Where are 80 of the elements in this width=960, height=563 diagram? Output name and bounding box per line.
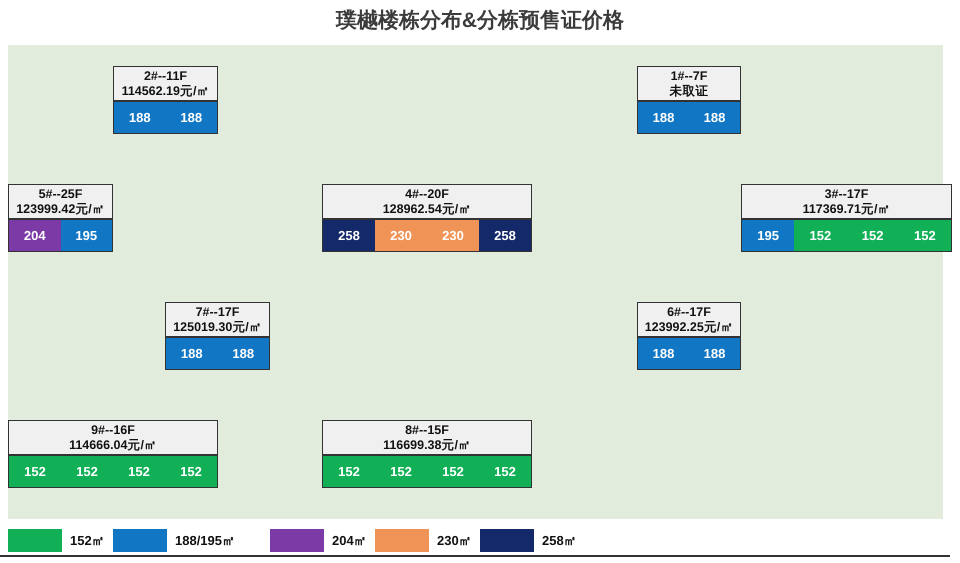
building-floors-label: 8#--15F [405, 422, 449, 438]
price-label: 117369.71元/㎡ [802, 202, 890, 216]
price-label: 123992.25元/㎡ [644, 320, 734, 334]
unit-tile [638, 102, 689, 133]
unit-area-label: 188 [180, 110, 202, 125]
unit-area-label: 258 [494, 228, 516, 243]
unit-area-label: 152 [338, 464, 360, 479]
unit-area-label: 258 [338, 228, 360, 243]
unit-tile [742, 220, 794, 251]
unit-tile [427, 220, 479, 251]
building-floors-label: 2#--11F [144, 68, 188, 84]
unit-tile [479, 456, 531, 487]
unit-area-label: 188 [704, 110, 726, 125]
unit-area-label: 204 [24, 228, 46, 243]
unit-area-label: 230 [442, 228, 464, 243]
price-label: 128962.54元/㎡ [382, 202, 472, 216]
unit-tile [166, 102, 217, 133]
building-block [8, 420, 218, 488]
building-block [8, 184, 113, 252]
building-floors-label: 6#--17F [667, 304, 711, 320]
building-floors-label: 9#--16F [91, 422, 135, 438]
unit-area-label: 152 [128, 464, 150, 479]
unit-tile [898, 220, 951, 251]
unit-tile [638, 338, 689, 369]
unit-tile [218, 338, 269, 369]
building-block [113, 66, 218, 134]
unit-tile [60, 220, 112, 251]
unit-tile [9, 220, 60, 251]
unit-area-label: 230 [390, 228, 412, 243]
unit-tile [375, 220, 427, 251]
building-block [741, 184, 952, 252]
unit-area-label: 188 [652, 346, 674, 361]
unit-area-label: 188 [652, 110, 674, 125]
unit-area-label: 152 [24, 464, 46, 479]
unit-tile [165, 456, 217, 487]
building-block [637, 66, 741, 134]
price-label: 125019.30元/㎡ [173, 320, 262, 334]
unit-tile [689, 338, 740, 369]
unit-area-label: 152 [810, 228, 832, 243]
unit-tile [114, 102, 166, 133]
legend-label: 258㎡ [542, 532, 577, 550]
building-floors-label: 7#--17F [196, 304, 240, 320]
unit-area-label: 188 [180, 346, 203, 361]
legend-label: 204㎡ [332, 532, 367, 550]
building-floors-label: 1#--7F [670, 68, 708, 84]
unit-area-label: 152 [914, 228, 936, 243]
price-label: 114562.19元/㎡ [122, 84, 210, 98]
unit-tile [323, 456, 375, 487]
title: 璞樾楼栋分布&分栋预售证价格 [336, 9, 624, 32]
unit-tile [479, 220, 531, 251]
price-label: 未取证 [670, 84, 708, 98]
price-label: 116699.38元/㎡ [383, 438, 471, 452]
price-label: 114666.04元/㎡ [69, 438, 157, 452]
building-block [322, 420, 532, 488]
legend-label: 152㎡ [70, 532, 105, 550]
unit-tile [9, 456, 61, 487]
unit-area-label: 152 [494, 464, 516, 479]
unit-area-label: 152 [390, 464, 412, 479]
unit-tile [689, 102, 740, 133]
legend-label: 230㎡ [437, 532, 472, 550]
unit-area-label: 152 [862, 228, 884, 243]
unit-area-label: 188 [704, 346, 726, 361]
unit-area-label: 195 [757, 228, 779, 243]
unit-area-label: 195 [75, 228, 98, 243]
unit-tile [794, 220, 846, 251]
building-floors-label: 4#--20F [405, 186, 449, 202]
unit-area-label: 188 [128, 110, 151, 125]
building-floors-label: 3#--17F [824, 186, 868, 202]
unit-area-label: 152 [76, 464, 98, 479]
legend-label: 188/195㎡ [175, 532, 235, 550]
building-block [165, 302, 270, 370]
building-block [322, 184, 532, 252]
unit-tile [166, 338, 218, 369]
unit-tile [323, 220, 375, 251]
unit-area-label: 188 [232, 346, 254, 361]
building-floors-label: 5#--25F [38, 186, 82, 202]
building-block [637, 302, 741, 370]
unit-area-label: 152 [442, 464, 464, 479]
unit-area-label: 152 [180, 464, 202, 479]
price-label: 123999.42元/㎡ [16, 202, 105, 216]
